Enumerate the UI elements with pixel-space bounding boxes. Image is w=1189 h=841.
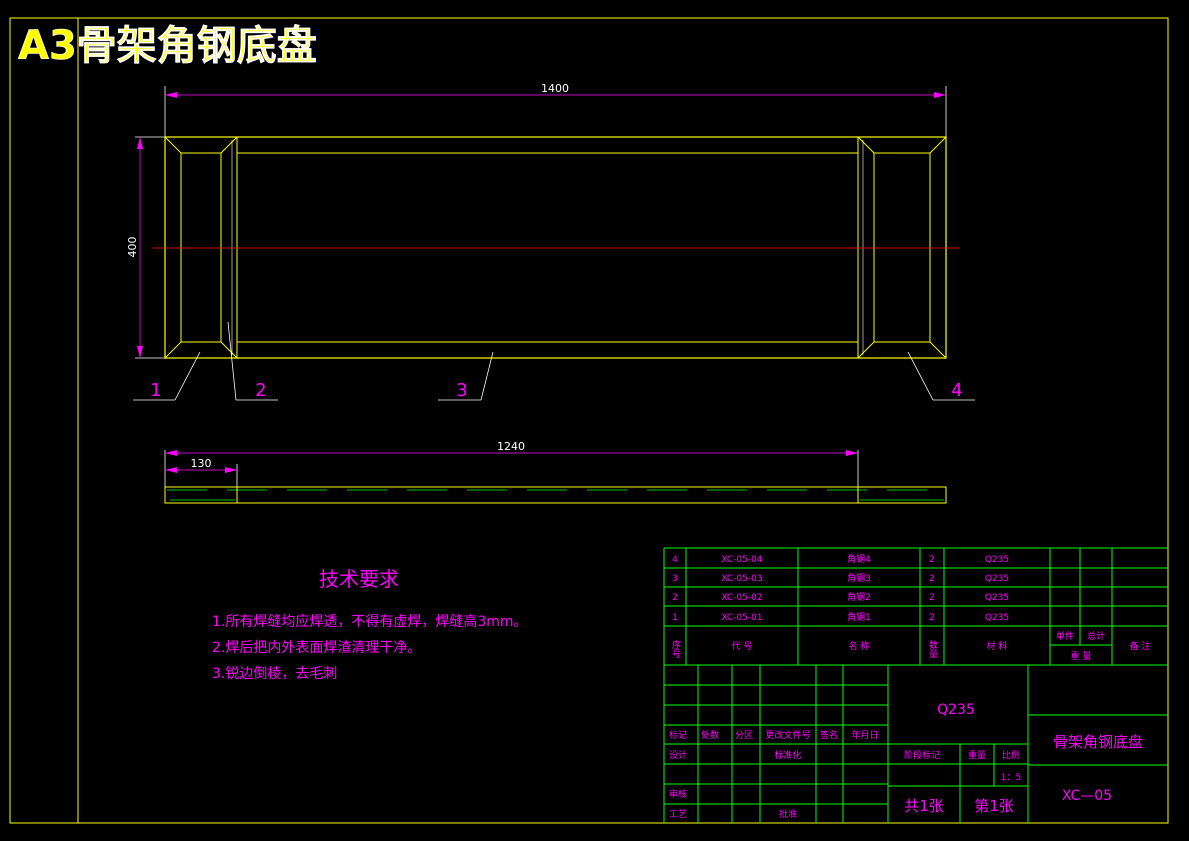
tb-label-signature: 签名 — [820, 729, 838, 741]
svg-text:2: 2 — [255, 380, 266, 401]
tb-drawing-no: XC—05 — [1062, 788, 1112, 804]
svg-text:代 号: 代 号 — [732, 641, 753, 652]
parts-list: 4 XC-05-04 角钢4 2 Q235 3 XC-05-03 角钢3 2 Q… — [663, 547, 1168, 823]
svg-text:XC-05-02: XC-05-02 — [721, 593, 762, 603]
svg-text:角钢1: 角钢1 — [847, 611, 871, 623]
tb-label-scale: 比例 — [1002, 749, 1020, 761]
svg-text:序号: 序号 — [670, 639, 681, 659]
dim-text-1240: 1240 — [497, 440, 525, 453]
tb-label-date: 年月日 — [851, 729, 878, 741]
tb-scale-value: 1：5 — [1001, 773, 1021, 783]
parts-row: 2 XC-05-02 角钢2 2 Q235 — [672, 591, 1009, 603]
tb-sheets-total: 共1张 — [904, 797, 944, 815]
title-block: 标记 处数 分区 更改文件号 签名 年月日 设计 标准化 审核 工艺 批准 阶段… — [664, 665, 1168, 823]
right-end-frame — [857, 136, 947, 359]
svg-text:单件: 单件 — [1056, 630, 1074, 642]
tb-label-review: 审核 — [669, 788, 687, 800]
drawing-title: A3骨架角钢底盘 — [18, 23, 317, 69]
parts-row: 1 XC-05-01 角钢1 2 Q235 — [672, 611, 1009, 623]
svg-text:4: 4 — [672, 555, 678, 565]
tb-label-stage-mark: 阶段标记 — [904, 749, 940, 761]
dim-text-130: 130 — [191, 457, 212, 470]
svg-text:Q235: Q235 — [985, 593, 1009, 603]
svg-text:2: 2 — [929, 555, 935, 565]
svg-text:1: 1 — [672, 613, 678, 623]
tb-sheet-no: 第1张 — [974, 797, 1014, 815]
tb-material: Q235 — [937, 702, 975, 718]
tb-label-design: 设计 — [669, 749, 687, 761]
parts-header: 序号 代 号 名 称 数量 材 料 单件 总计 重 量 备 注 — [670, 630, 1150, 662]
tech-item-2: 2.焊后把内外表面焊渣清理干净。 — [212, 640, 421, 656]
svg-text:名 称: 名 称 — [849, 640, 870, 652]
svg-text:Q235: Q235 — [985, 613, 1009, 623]
tb-label-process: 工艺 — [669, 809, 687, 820]
balloon-2: 2 — [227, 321, 278, 401]
side-profile — [164, 486, 947, 504]
left-end-frame — [164, 136, 238, 359]
svg-text:XC-05-01: XC-05-01 — [721, 613, 762, 623]
svg-text:XC-05-03: XC-05-03 — [721, 574, 762, 584]
balloon-1: 1 — [133, 351, 201, 401]
tech-item-1: 1.所有焊缝均应焊透，不得有虚焊，焊缝高3mm。 — [212, 613, 528, 630]
tech-item-3: 3.锐边倒棱，去毛刺 — [212, 666, 337, 682]
svg-text:XC-05-04: XC-05-04 — [721, 555, 762, 565]
tech-heading: 技术要求 — [319, 567, 399, 591]
sheet-outer-border — [9, 17, 1169, 824]
parts-row: 3 XC-05-03 角钢3 2 Q235 — [672, 572, 1009, 584]
svg-text:角钢4: 角钢4 — [847, 553, 871, 565]
svg-text:2: 2 — [672, 593, 678, 603]
frame-outline — [164, 136, 947, 359]
top-view: 1400 400 1 — [126, 82, 975, 401]
tb-label-count: 处数 — [701, 729, 719, 741]
svg-text:3: 3 — [672, 574, 678, 584]
svg-text:总计: 总计 — [1087, 630, 1105, 642]
tb-label-zone: 分区 — [735, 730, 753, 741]
tb-drawing-name: 骨架角钢底盘 — [1053, 733, 1143, 751]
svg-text:2: 2 — [929, 574, 935, 584]
balloon-4: 4 — [907, 351, 975, 401]
svg-text:4: 4 — [951, 380, 962, 401]
svg-text:重 量: 重 量 — [1071, 650, 1092, 662]
balloon-3: 3 — [438, 351, 494, 401]
svg-text:角钢2: 角钢2 — [847, 591, 871, 603]
tb-label-standardize: 标准化 — [774, 749, 801, 761]
tb-label-weight: 重量 — [968, 749, 986, 761]
svg-text:2: 2 — [929, 593, 935, 603]
svg-text:数量: 数量 — [927, 639, 938, 658]
tb-label-change-doc: 更改文件号 — [765, 729, 810, 741]
tech-requirements: 技术要求 1.所有焊缝均应焊透，不得有虚焊，焊缝高3mm。 2.焊后把内外表面焊… — [212, 567, 528, 682]
svg-text:备 注: 备 注 — [1130, 640, 1151, 652]
dim-text-1400: 1400 — [541, 82, 569, 95]
tb-label-approve: 批准 — [779, 808, 797, 820]
svg-text:角钢3: 角钢3 — [847, 572, 871, 584]
svg-text:1: 1 — [150, 380, 161, 401]
svg-text:3: 3 — [456, 380, 467, 401]
svg-text:Q235: Q235 — [985, 574, 1009, 584]
svg-text:材 料: 材 料 — [987, 640, 1008, 652]
sheet-inner-border — [77, 17, 1169, 824]
svg-text:Q235: Q235 — [985, 555, 1009, 565]
tb-label-mark: 标记 — [669, 729, 687, 741]
parts-row: 4 XC-05-04 角钢4 2 Q235 — [672, 553, 1009, 565]
svg-text:2: 2 — [929, 613, 935, 623]
dim-text-400: 400 — [126, 237, 139, 258]
side-view: 1240 130 — [164, 440, 947, 504]
